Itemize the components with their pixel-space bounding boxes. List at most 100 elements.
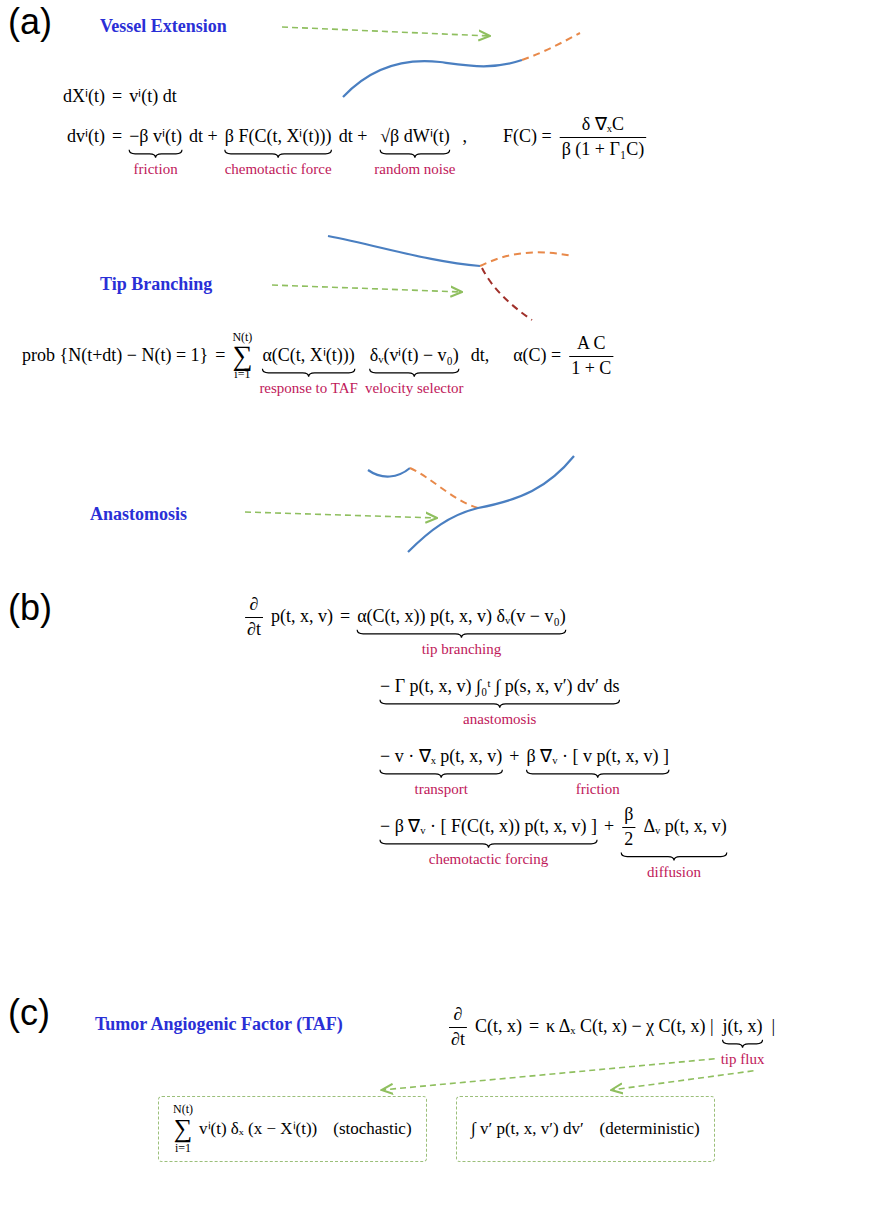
equation-term: − v · ∇ₓ p(t, x, v): [380, 746, 502, 768]
brace-caption: chemotactic force: [225, 160, 332, 178]
brace-caption: transport: [415, 780, 468, 798]
box-note: (deterministic): [600, 1119, 700, 1139]
fraction-bar: [569, 356, 613, 357]
formula-box: N(t)∑i=1 vⁱ(t) δₓ (x − Xⁱ(t)) (stochastic): [158, 1096, 427, 1162]
panel-letter: (b): [8, 588, 52, 628]
section-title: Vessel Extension: [100, 16, 227, 38]
underbrace: [129, 150, 182, 158]
sum-limit: i=1: [234, 368, 250, 381]
equation-term: κ Δₓ C(t, x) − χ C(t, x) |: [546, 1016, 714, 1038]
vessel-curve: [328, 236, 480, 266]
branch-curve: [482, 268, 532, 320]
equation-term: F(C) =: [503, 126, 552, 148]
underbrace: [380, 150, 450, 158]
pointer-arrow: [245, 512, 437, 518]
equation-term: ∂: [454, 1004, 463, 1026]
equation-term: δ ∇ₓC: [582, 114, 624, 136]
equation-term: p(t, x, v): [271, 606, 333, 628]
fraction-bar: [449, 1027, 467, 1028]
equation-term: − Γ p(t, x, v) ∫₀ᵗ ∫ p(s, x, v′) dv′ ds: [380, 676, 620, 698]
equation-term: α(C(t, x)) p(t, x, v) δᵥ(v − v₀): [357, 606, 566, 628]
pointer-arrow: [272, 285, 462, 292]
fraction-bar: [245, 617, 263, 618]
equation-term: − β ∇ᵥ · [ F(C(t, x)) p(t, x, v) ]: [380, 816, 597, 838]
equation-term: =: [112, 126, 122, 148]
sum-limit: i=1: [175, 1142, 191, 1155]
formula: vⁱ(t) δₓ (x − Xⁱ(t)): [199, 1119, 317, 1139]
brace-caption: chemotactic forcing: [429, 850, 549, 868]
equation-marks: [380, 770, 669, 778]
equation-marks: [380, 700, 620, 708]
equation-term: ∂t: [247, 619, 261, 641]
pointer-arrow: [611, 1071, 753, 1090]
sum-symbol: ∑: [174, 1116, 193, 1142]
sum-symbol: ∑: [232, 342, 252, 370]
brace-caption: response to TAF: [259, 379, 358, 397]
equation-term: ,: [463, 126, 468, 148]
equation-term: √β dWⁱ(t): [380, 126, 450, 148]
underbrace: [357, 630, 566, 638]
panel-letter: (c): [8, 993, 50, 1033]
equation-term: Δᵥ p(t, x, v): [643, 816, 726, 838]
equation-term: =: [529, 1016, 539, 1038]
brace-caption: diffusion: [647, 863, 701, 881]
equation-term: ∂: [250, 594, 259, 616]
panel-letter: (a): [8, 2, 52, 42]
equation-term: vⁱ(t) dt: [129, 86, 177, 108]
brace-caption: friction: [133, 160, 177, 178]
vessel-curve: [343, 60, 522, 97]
box-note: (stochastic): [333, 1119, 411, 1139]
equation-term: β (1 + Γ₁C): [562, 139, 645, 161]
equation-term: β ∇ᵥ · [ v p(t, x, v) ]: [527, 746, 669, 768]
equation-term: 1 + C: [571, 358, 611, 380]
brace-caption: random noise: [374, 160, 455, 178]
anastomosis-curve: [410, 468, 478, 508]
equation-term: α(C(t, Xⁱ(t))): [262, 345, 354, 367]
brace-caption: tip branching: [422, 640, 502, 658]
section-title: Tip Branching: [100, 274, 212, 296]
equation-term: dXⁱ(t): [63, 86, 105, 108]
equation-term: −β vⁱ(t): [129, 126, 182, 148]
underbrace: [225, 150, 332, 158]
equation-term: β F(C(t, Xⁱ(t))): [225, 126, 332, 148]
underbrace: [262, 369, 354, 377]
equation-term: dt,: [471, 345, 490, 367]
underbrace: [380, 700, 620, 708]
equation-term: δᵥ(vⁱ(t) − v₀): [370, 345, 459, 367]
section-title: Anastomosis: [90, 504, 187, 526]
equation-term: C(t, x): [475, 1016, 522, 1038]
underbrace: [723, 1040, 763, 1048]
equation-term: α(C) =: [513, 345, 561, 367]
extension-curve: [522, 33, 580, 60]
equation-term: =: [215, 345, 225, 367]
underbrace: [380, 840, 597, 848]
fraction-bar: [622, 827, 635, 828]
fraction-bar: [560, 137, 647, 138]
underbrace: [621, 853, 727, 861]
pointer-arrow: [382, 1059, 715, 1090]
equation-term: β: [624, 804, 633, 826]
vessel-curve: [408, 456, 574, 552]
equation-term: dt +: [339, 126, 368, 148]
equation-term: |: [771, 1016, 775, 1038]
section-title: Tumor Angiogenic Factor (TAF): [95, 1014, 343, 1036]
equation-term: A C: [577, 333, 606, 355]
equation-term: +: [509, 746, 519, 768]
underbrace: [527, 770, 669, 778]
branch-curve: [480, 252, 572, 266]
equation-term: prob {N(t+dt) − N(t) = 1}: [22, 345, 208, 367]
vessel-curve: [368, 468, 410, 477]
equation-term: =: [112, 86, 122, 108]
pointer-arrow: [282, 27, 490, 36]
brace-caption: tip flux: [721, 1050, 765, 1068]
equation-term: dvⁱ(t): [67, 126, 105, 148]
equation-term: ∂t: [451, 1029, 465, 1051]
formula-box: ∫ v′ p(t, x, v′) dv′(deterministic): [456, 1096, 715, 1162]
sum-stack: N(t)∑i=1: [173, 1103, 193, 1155]
underbrace: [370, 369, 459, 377]
underbrace: [380, 770, 502, 778]
brace-caption: friction: [576, 780, 620, 798]
equation-term: j(t, x): [723, 1016, 763, 1038]
brace-caption: anastomosis: [463, 710, 536, 728]
